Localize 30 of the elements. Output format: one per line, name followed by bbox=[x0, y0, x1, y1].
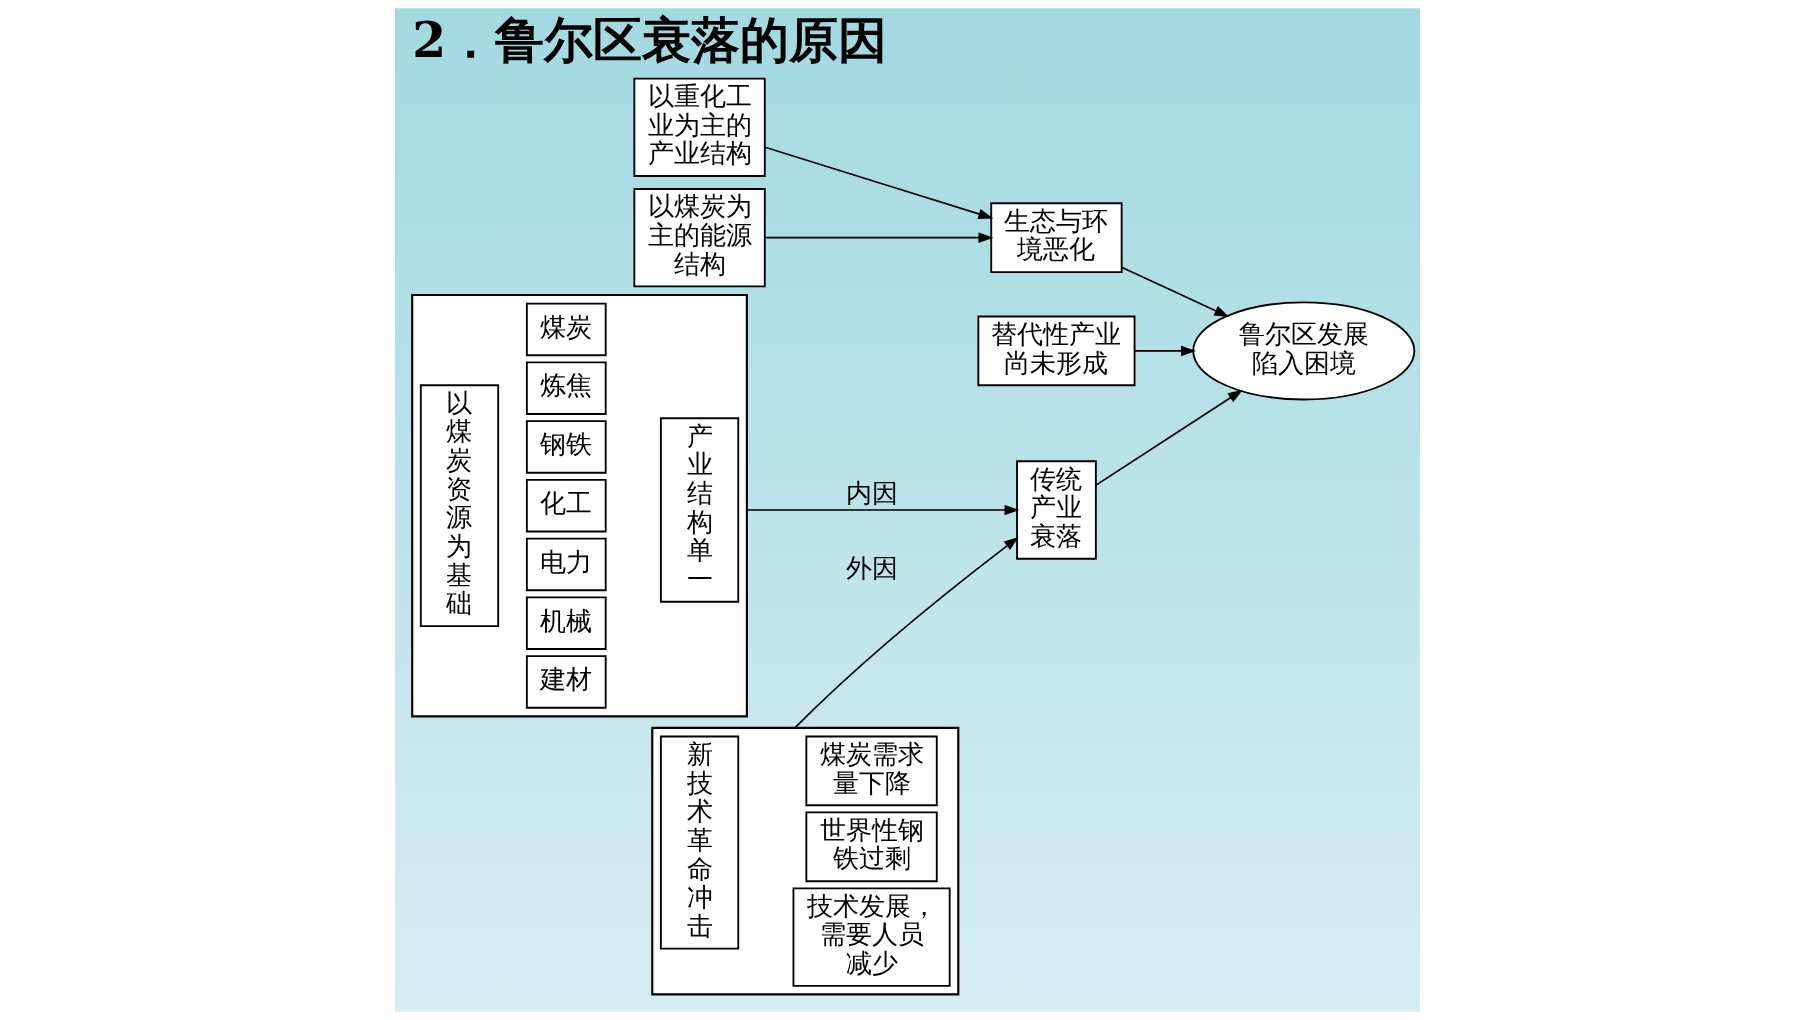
node-box: 以煤炭资源为基础 bbox=[419, 384, 499, 627]
node-box: 钢铁 bbox=[525, 420, 607, 474]
arrow bbox=[745, 504, 1019, 516]
node-box: 煤炭需求量下降 bbox=[804, 735, 938, 807]
edge-label: 内因 bbox=[845, 477, 898, 508]
node-box: 传统产业衰落 bbox=[1015, 460, 1097, 560]
arrow bbox=[1094, 389, 1243, 486]
edge-label: 外因 bbox=[845, 552, 898, 583]
node-box: 生态与环境恶化 bbox=[989, 202, 1123, 273]
arrow bbox=[763, 146, 993, 219]
arrow bbox=[793, 536, 1019, 729]
node-box: 化工 bbox=[525, 478, 607, 533]
node-box: 以煤炭为主的能源结构 bbox=[632, 188, 766, 288]
diagram-title: 2．鲁尔区衰落的原因 bbox=[411, 11, 887, 69]
node-box: 新技术革命冲击 bbox=[659, 735, 739, 950]
node-box: 煤炭 bbox=[525, 302, 607, 357]
arrow bbox=[1133, 345, 1196, 357]
node-box: 世界性钢铁过剩 bbox=[804, 811, 938, 883]
node-box: 建材 bbox=[525, 655, 607, 709]
node-box: 技术发展，需要人员减少 bbox=[792, 887, 951, 987]
cluster bbox=[410, 293, 748, 718]
node-box: 炼焦 bbox=[525, 361, 607, 415]
node-box: 替代性产业尚未形成 bbox=[976, 315, 1135, 387]
node-box: 电力 bbox=[525, 537, 607, 592]
cluster bbox=[650, 726, 959, 996]
node-box: 机械 bbox=[525, 596, 607, 650]
arrow bbox=[763, 232, 993, 243]
node-box: 产业结构单一 bbox=[659, 417, 739, 603]
node-box: 以重化工业为主的产业结构 bbox=[632, 77, 766, 177]
arrow bbox=[1120, 266, 1229, 318]
